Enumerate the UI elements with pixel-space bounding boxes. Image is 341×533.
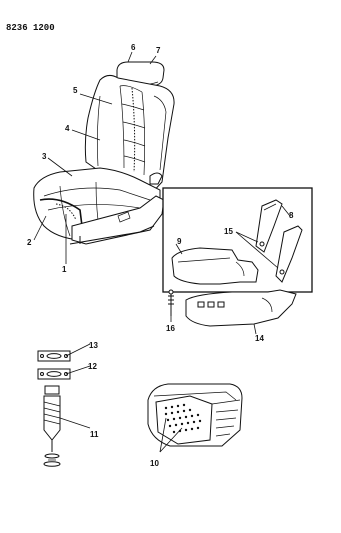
callout-7: 7: [156, 46, 161, 55]
callout-13: 13: [89, 341, 98, 350]
callout-14: 14: [255, 334, 264, 343]
shields-detail-box: [162, 187, 313, 327]
callout-5: 5: [73, 86, 78, 95]
callout-1: 1: [62, 265, 67, 274]
drawing-number: 8236 1200: [6, 23, 55, 33]
callout-16: 16: [166, 324, 175, 333]
seat-assembly: [33, 61, 175, 245]
callout-2: 2: [27, 238, 32, 247]
callout-8: 8: [289, 211, 294, 220]
callout-15: 15: [224, 227, 233, 236]
callout-4: 4: [65, 124, 70, 133]
seat-hardware: [37, 350, 71, 467]
callout-9: 9: [177, 237, 182, 246]
callout-11: 11: [90, 430, 99, 439]
callout-6: 6: [131, 43, 136, 52]
callout-12: 12: [88, 362, 97, 371]
callout-3: 3: [42, 152, 47, 161]
callout-numbers: 6 7 5 4 3 2 1 8 15 9 16 14 13 12 11 10: [27, 43, 294, 468]
seat-back-panel: [147, 383, 243, 447]
callout-10: 10: [150, 459, 159, 468]
leader-lines: [33, 51, 291, 453]
